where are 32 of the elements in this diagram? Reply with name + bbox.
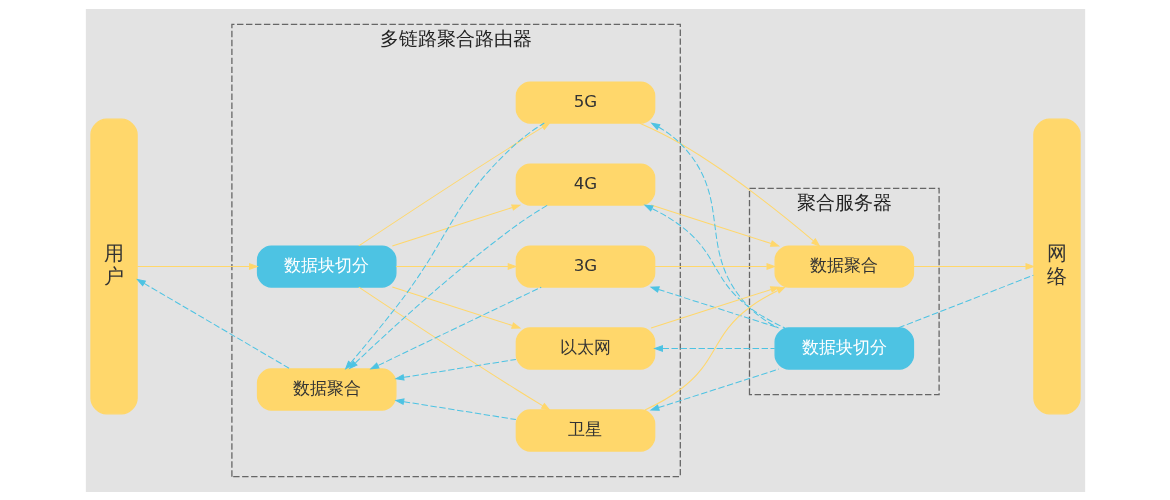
arrow [652,344,775,352]
node-box: 数据聚合 [256,367,397,411]
arrow [391,286,521,329]
node-box: 数据聚合 [773,244,914,288]
arrow [393,397,516,420]
arrow [649,122,779,328]
arrow [369,286,542,370]
node-box: 网络 [1032,118,1081,414]
arrow [347,204,548,370]
arrow [394,262,517,270]
arrow [393,358,516,381]
arrow [643,285,786,410]
node-box: 5G [515,80,655,124]
arrow [649,368,779,411]
arrow [391,203,521,246]
arrow [344,122,545,370]
node-box: 数据块切分 [256,244,397,288]
arrow [136,262,259,270]
node-box: 4G [515,162,655,206]
arrow [638,122,821,247]
arrow [912,262,1035,270]
node-box: 数据块切分 [773,326,914,370]
arrow [643,203,785,328]
arrow [357,121,551,246]
connector [897,274,1034,328]
node-box: 用户 [89,118,138,414]
node-box: 以太网 [515,326,655,370]
node-box: 3G [515,244,655,288]
arrow [653,262,776,270]
arrow [135,278,291,369]
node-box: 卫星 [515,408,655,452]
arrow [357,286,551,411]
